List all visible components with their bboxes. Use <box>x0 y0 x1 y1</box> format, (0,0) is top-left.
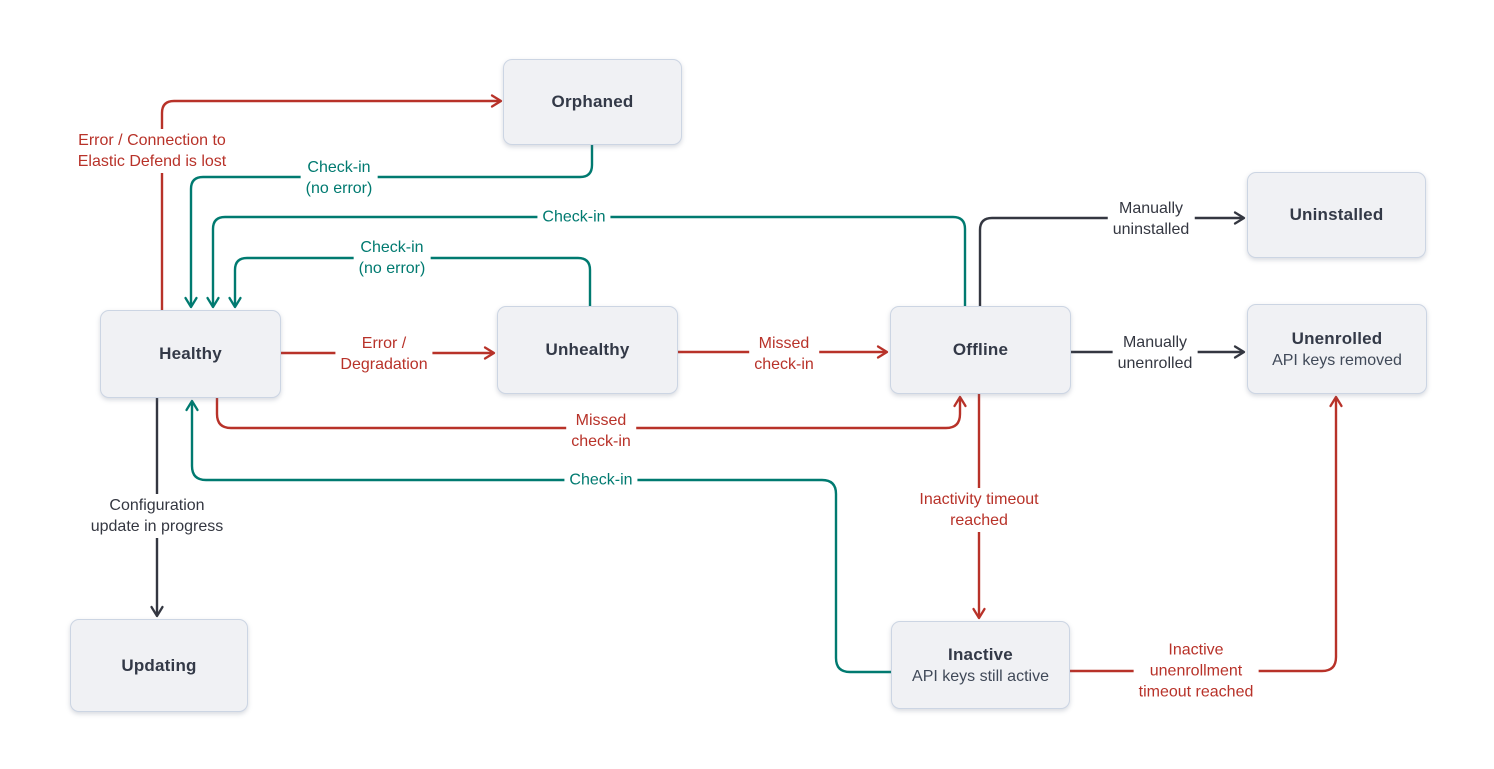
state-node-title-uninstalled: Uninstalled <box>1289 205 1384 224</box>
state-node-title-updating: Updating <box>121 655 197 675</box>
state-node-subtitle-inactive: API keys still active <box>912 667 1049 685</box>
state-node-offline: Offline <box>890 306 1071 394</box>
edge-label-healthy-to-offline: Missed check-in <box>566 409 636 453</box>
edge-label-healthy-to-updating: Configuration update in progress <box>85 494 229 538</box>
state-node-subtitle-unenrolled: API keys removed <box>1272 351 1402 369</box>
edge-healthy-to-orphaned <box>160 94 503 310</box>
edge-label-offline-to-healthy: Check-in <box>537 205 611 229</box>
edge-inactive-to-healthy <box>185 399 891 674</box>
state-node-healthy: Healthy <box>100 310 281 398</box>
edge-offline-to-uninstalled <box>978 211 1246 306</box>
edge-label-unhealthy-to-offline: Missed check-in <box>749 332 819 376</box>
edge-label-offline-to-unenrolled: Manually unenrolled <box>1112 331 1198 375</box>
edge-label-inactive-to-unenrolled: Inactive unenrollment timeout reached <box>1133 638 1259 704</box>
edge-label-healthy-to-orphaned: Error / Connection to Elastic Defend is … <box>72 129 232 173</box>
edge-label-unhealthy-to-healthy: Check-in (no error) <box>353 236 431 280</box>
edge-label-offline-to-uninstalled: Manually uninstalled <box>1107 197 1195 241</box>
state-node-title-offline: Offline <box>952 340 1009 359</box>
state-node-title-unhealthy: Unhealthy <box>545 340 630 359</box>
state-node-updating: Updating <box>70 619 248 712</box>
state-node-title-unenrolled: Unenrolled <box>1291 328 1383 348</box>
state-node-title-orphaned: Orphaned <box>551 92 634 111</box>
state-node-uninstalled: Uninstalled <box>1247 172 1426 258</box>
state-node-orphaned: Orphaned <box>503 59 682 145</box>
edge-label-offline-to-inactive: Inactivity timeout reached <box>914 488 1044 532</box>
edge-label-inactive-to-healthy: Check-in <box>564 468 638 492</box>
edge-label-healthy-to-unhealthy: Error / Degradation <box>335 332 433 376</box>
edge-label-orphaned-to-healthy: Check-in (no error) <box>300 156 378 200</box>
edge-orphaned-to-healthy <box>184 145 594 309</box>
state-node-unhealthy: Unhealthy <box>497 306 678 394</box>
edge-inactive-to-unenrolled <box>1070 395 1343 673</box>
state-node-title-inactive: Inactive <box>948 644 1013 664</box>
state-node-title-healthy: Healthy <box>159 344 222 363</box>
